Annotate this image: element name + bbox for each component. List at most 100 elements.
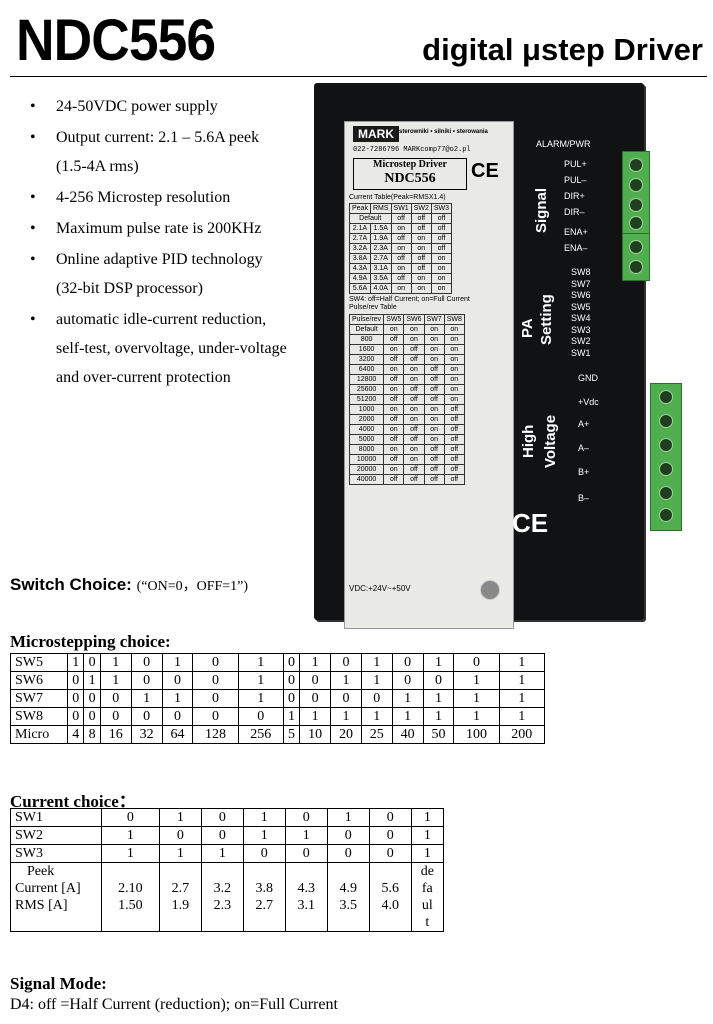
table-cell: 1 — [99, 671, 132, 690]
table-cell: 0 — [130, 707, 163, 726]
label-table-cell: 3200 — [348, 354, 385, 365]
sw-label: SW5 — [571, 301, 591, 312]
label-table-cell: off — [443, 404, 465, 415]
terminal-screw — [659, 414, 673, 428]
brand-tagline: sterowniki • silniki • sterowania — [399, 129, 488, 135]
feature-line: automatic idle-current reduction, — [56, 311, 267, 328]
cell-line: t — [425, 915, 430, 930]
table-cell: 0 — [368, 808, 412, 827]
label-table-cell: on — [423, 334, 445, 345]
table-cell: 1 — [498, 653, 546, 672]
vdc-rating: VDC:+24V~+50V — [349, 584, 411, 593]
label-table-cell: off — [423, 474, 445, 485]
table-cell: 0 — [66, 707, 85, 726]
cell-line: 3.2 — [213, 881, 232, 896]
cell-line: 2.7 — [255, 898, 274, 913]
label-table-cell: Peak — [349, 203, 371, 214]
header-divider — [10, 76, 707, 77]
label-table-cell: 25600 — [348, 384, 385, 395]
label-table-cell: RMS — [369, 203, 392, 214]
sw-label: SW7 — [571, 278, 591, 289]
label-table-cell: off — [403, 384, 425, 395]
feature-line: Output current: 2.1 – 5.6A peek — [56, 129, 260, 146]
ce-mark-small: CE — [471, 160, 499, 182]
signal-pin-label: ENA+ — [564, 227, 588, 237]
table-cell: 0 — [284, 844, 328, 863]
label-table-cell: on — [410, 233, 432, 244]
signal-pin-label: ENA– — [564, 243, 588, 253]
label-table-cell: off — [430, 243, 453, 254]
label-table-cell: on — [390, 283, 412, 294]
label-table-cell: 6400 — [348, 364, 385, 375]
label-table-cell: on — [403, 364, 425, 375]
label-table-cell: on — [443, 384, 465, 395]
table-cell: 0 — [368, 844, 412, 863]
table-cell: 0 — [330, 689, 362, 708]
terminal-screw — [659, 462, 673, 476]
table-cell: 0 — [237, 707, 284, 726]
table-cell: 256 — [237, 725, 284, 744]
label-table-cell: 3.8A — [349, 253, 371, 264]
label-table-cell: off — [410, 263, 432, 274]
feature-item: •4-256 Microstep resolution — [28, 183, 318, 212]
cell-line: 3.5 — [339, 898, 357, 913]
table-cell: 5 — [282, 725, 301, 744]
signal-pin-label: PUL– — [564, 175, 587, 185]
sw4-note: SW4: off=Half Current; on=Full Current — [349, 296, 470, 303]
label-table-cell: off — [443, 474, 465, 485]
cell-line: 1.9 — [171, 898, 190, 913]
signal-pin-label: PUL+ — [564, 159, 587, 169]
terminal-screw — [629, 198, 643, 212]
table-cell: 0 — [200, 826, 244, 845]
label-table-cell: on — [423, 434, 445, 445]
switch-choice-heading: Switch Choice: (“ON=0，OFF=1”) — [10, 575, 248, 595]
label-table-cell: on — [423, 324, 445, 335]
row-label: SW8 — [10, 707, 68, 726]
table-cell: 1 — [200, 844, 244, 863]
table-cell: 1 — [158, 844, 202, 863]
table-cell: 1 — [498, 707, 546, 726]
table-cell: 1 — [282, 707, 301, 726]
pulse-table-title: Pulse/rev Table — [349, 304, 397, 311]
table-cell: 1 — [360, 653, 393, 672]
table-cell: 25 — [360, 725, 393, 744]
label-table-cell: on — [403, 334, 425, 345]
label-table-cell: 5000 — [348, 434, 385, 445]
label-table-cell: SW7 — [423, 314, 445, 325]
label-table-cell: on — [383, 464, 405, 475]
label-table-cell: off — [403, 424, 425, 435]
label-table-cell: 12800 — [348, 374, 385, 385]
label-table-cell: off — [430, 233, 453, 244]
label-table-cell: off — [403, 434, 425, 445]
label-table-cell: on — [383, 344, 405, 355]
bullet-mark: • — [30, 251, 36, 268]
feature-item: •automatic idle-current reduction,self-t… — [28, 305, 318, 392]
row-label-line: Peek — [27, 864, 55, 879]
cell-line: 1.50 — [118, 898, 143, 913]
label-table-cell: off — [423, 394, 445, 405]
terminal-screw — [629, 158, 643, 172]
label-table-cell: off — [423, 464, 445, 475]
contact-info: 022-7286796 MARKcomp77@o2.pl — [353, 146, 471, 154]
label-table-cell: on — [430, 273, 453, 284]
row-label: SW5 — [10, 653, 68, 672]
label-table-cell: on — [403, 374, 425, 385]
row-label: SW2 — [10, 826, 102, 845]
hv-pin-label: B– — [578, 493, 590, 503]
cell-line: 3.1 — [297, 898, 316, 913]
label-table-cell: off — [410, 253, 432, 264]
table-cell: 1 — [498, 689, 546, 708]
table-cell: 4 — [66, 725, 85, 744]
table-cell: 0 — [192, 689, 239, 708]
label-table-cell: 3.5A — [369, 273, 392, 284]
label-table-cell: on — [383, 324, 405, 335]
table-cell: 1 — [237, 653, 284, 672]
